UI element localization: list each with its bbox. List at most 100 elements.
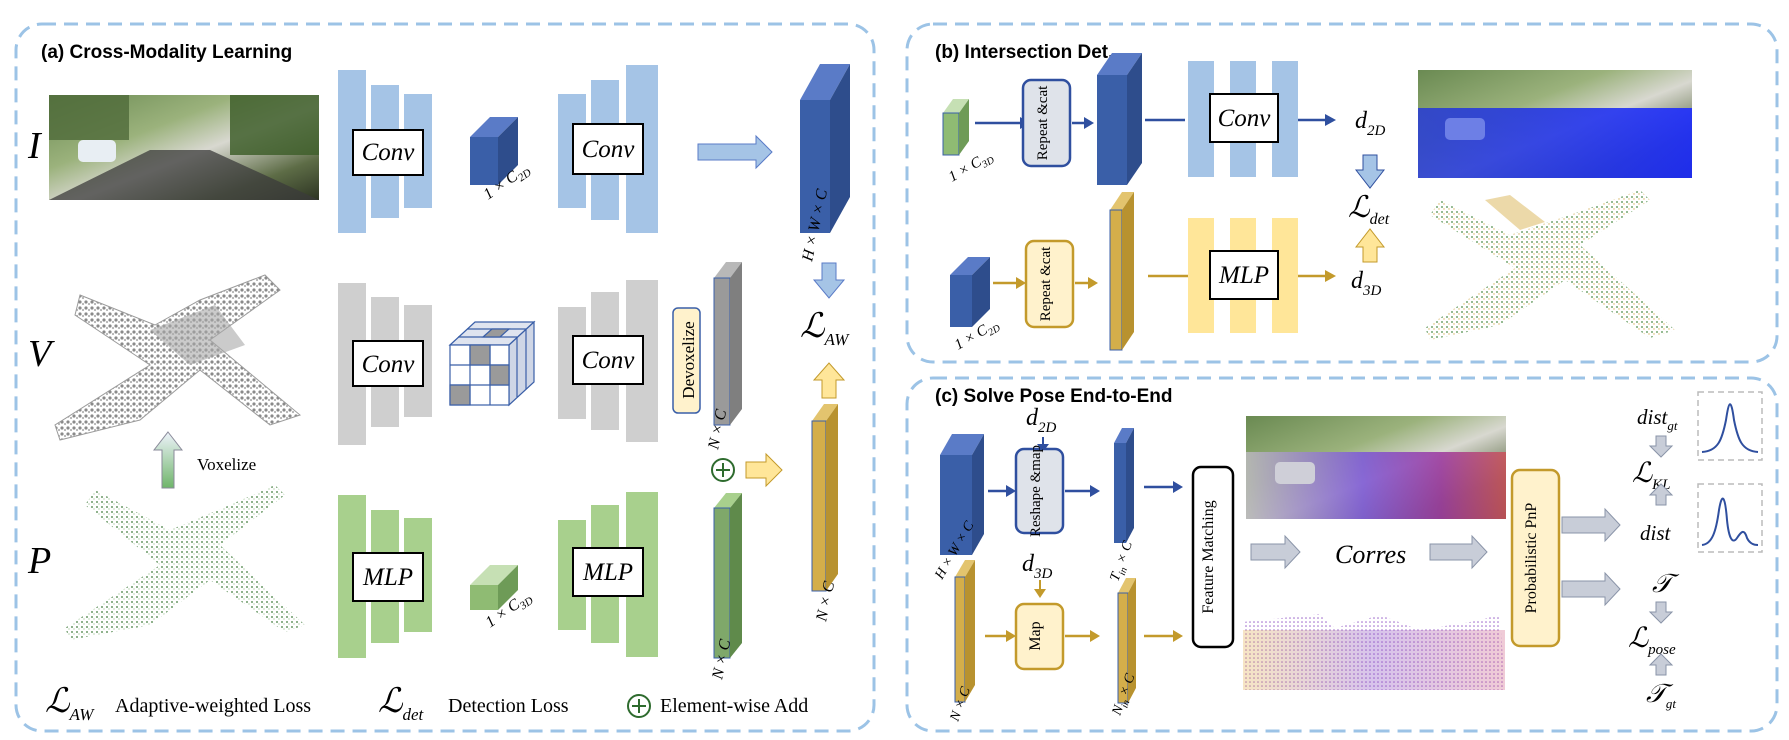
arrow-to-pnp [1429,534,1488,570]
arrow-down-det [1354,154,1386,189]
point-nc-feature [713,493,742,659]
mlp-label: MLP [362,564,413,591]
conv-label: Conv [582,136,636,163]
legend-aw-text: Adaptive-weighted Loss [115,695,311,717]
element-add [711,458,735,482]
panel-a-title: (a) Cross-Modality Learning [41,42,292,63]
det-point-cloud [1425,190,1675,340]
loss-det: ℒdet [1348,191,1390,228]
c2d-feature-b [950,257,990,327]
voxel-nc-feature [713,262,742,426]
panel-b-title: (b) Intersection Det. [935,42,1113,63]
conv-label: Conv [1218,105,1272,132]
feature-matching-block [1191,465,1235,649]
voxel-encoder-1: Conv [338,283,432,445]
repeat-cat-label-top: Repeat &cat [1035,85,1051,160]
map-block [1014,602,1065,671]
map-label: Map [1027,621,1044,650]
d3d-c: d3D [1022,551,1053,582]
image-encoder-2: Conv [558,65,658,233]
arrow-to-pose [1561,571,1621,607]
nc-label-c: N × C [947,685,974,725]
legend-det-symbol: ℒdet [378,683,425,724]
arrow-T-down [1648,601,1674,624]
arrow-to-hwc [697,134,773,170]
panel-a-frame [14,22,876,733]
loss-pose: ℒpose [1628,623,1676,658]
fused-blue-feature [1097,53,1142,185]
repeat-cat-block-bottom [1024,239,1075,329]
nc-label-gray: N × C [705,408,730,452]
arrow-to-corres [1250,534,1301,570]
nin-feature [1117,578,1136,704]
nc-feature-c [954,560,975,703]
row-label-points: P [27,540,51,582]
arrow-up-aw [812,362,846,399]
arrow-down-aw [812,262,846,299]
arrow-to-dist [1561,507,1621,543]
reshape-map-block [1014,447,1065,535]
c3d-feature-a [470,565,518,610]
det-overlay-image [1418,70,1692,178]
feature-matching-label: Feature Matching [1200,500,1217,613]
legend-det-text: Detection Loss [448,695,569,717]
prob-pnp-block [1510,468,1561,648]
conv-label: Conv [582,347,636,374]
conv-label: Conv [362,351,416,378]
voxel-cloud [54,274,302,441]
hwc-feature-map [800,64,850,233]
add-arrow [745,452,783,488]
corres-points [1243,614,1505,690]
arrow-Tgt-up [1648,653,1674,676]
camera-image [49,95,319,200]
panel-b-frame [905,22,1779,364]
dist-plot [1697,483,1763,553]
prob-pnp-label: Probabilistic PnP [1523,503,1540,614]
legend-add-text: Element-wise Add [660,695,808,717]
hwc-feature-c [940,434,984,555]
devoxelize-block [672,307,701,414]
det-conv-block: Conv [1188,61,1298,177]
corres-label: Corres [1335,540,1406,569]
voxel-encoder-2: Conv [558,280,658,442]
det-mlp-block: MLP [1188,218,1298,333]
mlp-label: MLP [582,559,633,586]
nc-label-green: N × C [709,638,734,682]
fused-gold-feature [1109,192,1134,351]
pose-T: 𝒯 [1652,569,1680,598]
dist-label: dist [1640,521,1672,545]
arrow-up-det [1354,228,1386,263]
reshape-map-label: Reshape &map [1028,445,1044,537]
d3d-b: d3D [1351,268,1382,299]
d2d-b: d2D [1355,108,1386,139]
dist-gt: distgt [1637,405,1678,433]
row-label-voxel: V [28,333,55,375]
devoxelize-label: Devoxelize [679,321,698,398]
c3d-feature-b [942,99,969,156]
corres-heatmap [1246,416,1506,519]
voxelize-label: Voxelize [197,455,256,474]
legend: ℒAW Adaptive-weighted Loss ℒdet Detectio… [45,683,808,724]
loss-aw: ℒAW [800,308,850,349]
mlp-label: MLP [1218,262,1269,289]
arrow-dist-gt-down [1648,435,1674,458]
pose-T-gt: 𝒯gt [1646,679,1676,711]
tin-feature [1114,428,1134,543]
voxelize-arrow [152,431,184,489]
repeat-cat-label-bottom: Repeat &cat [1038,246,1054,321]
voxel-cube [448,320,536,407]
legend-aw-symbol: ℒAW [45,683,95,724]
dist-gt-plot [1697,391,1763,461]
point-encoder-1: MLP [338,495,432,658]
d2d-c: d2D [1026,405,1057,436]
nin-label: Nin × C [1109,671,1141,719]
panel-c-title: (c) Solve Pose End-to-End [935,386,1173,407]
arrow-dist-up [1648,483,1674,506]
fused-nc-feature [811,404,838,592]
point-cloud [65,485,305,640]
repeat-cat-block-top [1021,78,1072,168]
tin-label: Tin × C [1108,539,1139,585]
row-label-image: I [27,125,43,167]
conv-label: Conv [362,139,416,166]
